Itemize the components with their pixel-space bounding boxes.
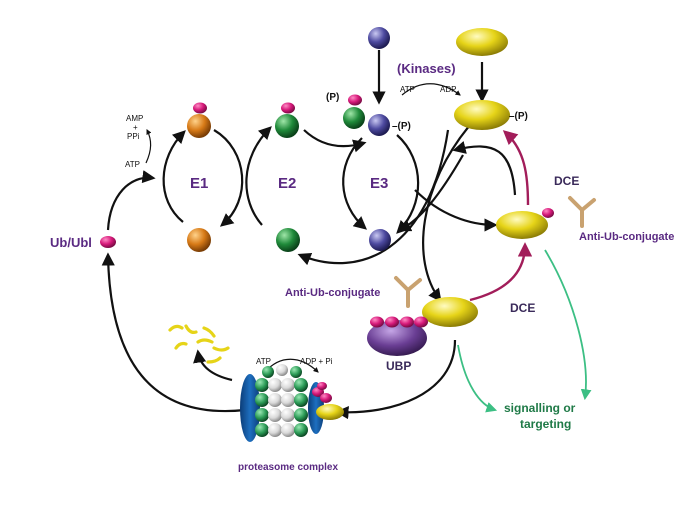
label-adp-kinase: ADP — [440, 85, 456, 94]
e3-to-mono-ub-arrow — [414, 189, 498, 232]
ubp-complex — [367, 316, 428, 356]
label-phospho-e3-in: (P) — [326, 92, 339, 103]
return-to-e2-arrow — [297, 129, 450, 266]
signalling-arrow-right — [544, 249, 592, 401]
dce-top-arrow — [502, 130, 530, 206]
proteasome-ub-2 — [320, 393, 332, 403]
ubiquitin-on-e2 — [281, 102, 295, 114]
label-atp-e1: ATP — [125, 160, 140, 169]
label-targeting: targeting — [520, 417, 571, 431]
recycle-ub-arrow — [101, 252, 246, 413]
label-plus: + — [133, 123, 138, 132]
label-adp-pi: ADP + Pi — [300, 357, 333, 366]
e1-enzymes — [187, 102, 211, 252]
label-amp: AMP — [126, 114, 143, 123]
e2-loaded-sphere — [275, 114, 299, 138]
label-ppi: PPi — [127, 132, 140, 141]
e3-cycle-left-arrow — [342, 137, 368, 230]
e3-enzymes — [343, 27, 391, 251]
loop-back-arrow — [452, 141, 517, 196]
proteasome-ub-3 — [317, 382, 327, 390]
poly-ub-2 — [385, 316, 399, 328]
e3-input-sphere — [368, 27, 390, 49]
substrates — [422, 28, 554, 327]
antibody-y-icon — [568, 196, 596, 228]
label-e2: E2 — [278, 175, 296, 192]
substrate-input-ellipsoid — [456, 28, 508, 56]
ubp-enzyme — [367, 320, 427, 356]
substrate-phospho-ellipsoid — [454, 100, 510, 130]
dce-bottom-arrow — [469, 242, 533, 302]
ub-to-e1-arrow — [106, 170, 156, 231]
antibody-right — [568, 196, 596, 228]
poly-ub-4 — [414, 316, 428, 328]
substrate-mono-ub-ellipsoid — [496, 211, 548, 239]
to-peptides-arrow — [193, 349, 233, 382]
poly-ub-3 — [400, 316, 414, 328]
ubiquitin-on-e2-e3 — [348, 94, 362, 106]
labels: Ub/Ubl E1 E2 E3 (Kinases) ATP ADP (P) –(… — [50, 61, 674, 473]
kinase-arrow — [401, 83, 461, 96]
label-e3: E3 — [370, 175, 388, 192]
label-atp-kinase: ATP — [400, 85, 415, 94]
label-proteasome: proteasome complex — [238, 462, 338, 473]
e2-free-sphere — [276, 228, 300, 252]
substrate-poly-ub-ellipsoid — [422, 297, 478, 327]
to-polyub-arrow — [422, 124, 471, 303]
free-ubiquitin — [100, 236, 116, 248]
label-ubp: UBP — [386, 359, 411, 373]
label-kinases: (Kinases) — [397, 61, 456, 76]
e2-enzymes — [275, 102, 300, 252]
label-phospho-e3-out: –(P) — [392, 121, 411, 132]
e2-cycle-left-arrow — [304, 136, 326, 232]
cycle-arrows — [101, 50, 517, 420]
antibody-left — [394, 276, 422, 308]
label-dce-bottom: DCE — [510, 301, 535, 315]
label-dce-top: DCE — [554, 174, 579, 188]
antibody-y-icon — [394, 276, 422, 308]
e1-cycle-left-arrow — [162, 130, 186, 223]
proteasome-rings — [255, 364, 308, 437]
poly-ub-1 — [370, 316, 384, 328]
dce-arrows — [469, 130, 533, 302]
label-ub-ubl: Ub/Ubl — [50, 235, 92, 250]
signalling-arrow-left — [457, 344, 498, 413]
e1-free-sphere — [187, 228, 211, 252]
label-atp-proteasome: ATP — [256, 357, 271, 366]
e2-cycle-right-arrow — [245, 126, 272, 226]
label-phospho-substrate: –(P) — [509, 111, 528, 122]
e3-loaded-sphere — [368, 114, 390, 136]
label-anti-ub-left: Anti-Ub-conjugate — [285, 287, 380, 299]
peptide-fragments — [168, 324, 230, 364]
label-signalling: signalling or — [504, 401, 576, 415]
e3-free-sphere — [369, 229, 391, 251]
label-anti-ub-right: Anti-Ub-conjugate — [579, 231, 674, 243]
e1-loaded-sphere — [187, 114, 211, 138]
proteasome-substrate — [316, 404, 344, 420]
e3-cycle-right-arrow — [396, 134, 420, 234]
to-proteasome-arrow — [335, 339, 457, 420]
signalling-arrows — [457, 249, 592, 413]
e2-bound-to-e3 — [343, 107, 365, 129]
e2-cycle-arrow-to-e3 — [303, 129, 367, 153]
ubiquitin-on-substrate — [542, 208, 554, 218]
atp-e1-arrow — [145, 129, 152, 164]
proteasome-cap-left — [240, 374, 260, 442]
proteasome-barrel — [240, 364, 344, 442]
e1-cycle-right-arrow — [213, 129, 244, 227]
label-e1: E1 — [190, 175, 208, 192]
ubiquitin-on-e1 — [193, 102, 207, 114]
